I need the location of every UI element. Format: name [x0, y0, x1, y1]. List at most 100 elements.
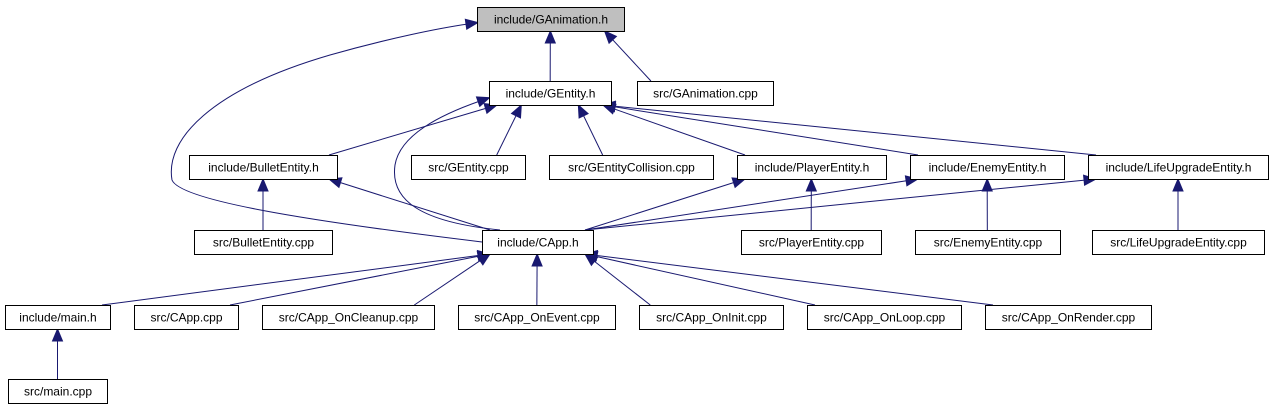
node-box[interactable] — [477, 7, 625, 32]
node-lifeupgradeentity-cpp[interactable]: src/LifeUpgradeEntity.cpp — [1092, 230, 1265, 255]
node-box[interactable] — [1088, 155, 1269, 180]
nodes-layer: include/GAnimation.h include/GEntity.h src… — [5, 7, 1269, 404]
node-label[interactable]: include/GEntity.h — [506, 87, 596, 101]
node-capp-onevent-cpp[interactable]: src/CApp_OnEvent.cpp — [458, 305, 616, 330]
node-label[interactable]: src/CApp_OnLoop.cpp — [824, 311, 946, 325]
edge-capp_h-to-enemyentity_h — [584, 175, 920, 231]
node-label[interactable]: src/GAnimation.cpp — [653, 87, 758, 101]
node-label[interactable]: src/PlayerEntity.cpp — [759, 236, 864, 250]
edge-arrowhead — [544, 29, 557, 44]
node-box[interactable] — [807, 305, 962, 330]
node-gentity-cpp[interactable]: src/GEntity.cpp — [411, 155, 526, 180]
edge-line — [612, 107, 746, 156]
node-label[interactable]: include/LifeUpgradeEntity.h — [1106, 161, 1252, 175]
node-box[interactable] — [134, 305, 239, 330]
edge-arrowhead — [510, 103, 522, 119]
edge-line — [612, 106, 919, 156]
edge-line — [582, 113, 604, 156]
node-ganimation-h[interactable]: include/GAnimation.h — [477, 7, 625, 32]
node-bulletentity-h[interactable]: include/BulletEntity.h — [189, 155, 338, 180]
node-label[interactable]: src/CApp_OnInit.cpp — [656, 311, 767, 325]
node-label[interactable]: src/GEntity.cpp — [428, 161, 509, 175]
node-label[interactable]: include/CApp.h — [497, 236, 578, 250]
node-box[interactable] — [985, 305, 1152, 330]
node-box[interactable] — [458, 305, 616, 330]
node-label[interactable]: src/CApp_OnCleanup.cpp — [279, 311, 419, 325]
node-label[interactable]: include/BulletEntity.h — [208, 161, 319, 175]
node-playerentity-cpp[interactable]: src/PlayerEntity.cpp — [741, 230, 882, 255]
node-label[interactable]: src/CApp.cpp — [150, 311, 222, 325]
node-label[interactable]: src/LifeUpgradeEntity.cpp — [1110, 236, 1247, 250]
edge-enemyentity_cpp-to-enemyentity_h — [981, 177, 993, 231]
edge-capp_h-to-bulletentity_h — [327, 177, 491, 231]
edge-gentitycollision_cpp-to-gentity_h — [577, 103, 604, 156]
node-box[interactable] — [482, 230, 594, 255]
node-box[interactable] — [489, 81, 612, 106]
node-main-cpp[interactable]: src/main.cpp — [8, 379, 108, 404]
node-gentity-h[interactable]: include/GEntity.h — [489, 81, 612, 106]
edge-arrowhead — [476, 253, 492, 266]
edge-line — [584, 180, 909, 231]
edge-bulletentity_h-to-gentity_h — [328, 103, 499, 156]
node-main-h[interactable]: include/main.h — [5, 305, 111, 330]
node-label[interactable]: src/GEntityCollision.cpp — [568, 161, 695, 175]
edge-line — [393, 100, 501, 231]
node-box[interactable] — [639, 305, 784, 330]
node-box[interactable] — [549, 155, 714, 180]
node-box[interactable] — [637, 81, 774, 106]
node-label[interactable]: include/EnemyEntity.h — [929, 161, 1047, 175]
node-enemyentity-h[interactable]: include/EnemyEntity.h — [910, 155, 1065, 180]
node-capp-oninit-cpp[interactable]: src/CApp_OnInit.cpp — [639, 305, 784, 330]
edge-line — [584, 181, 736, 231]
edge-arrowhead — [805, 177, 818, 192]
edge-line — [414, 259, 482, 306]
node-capp-onloop-cpp[interactable]: src/CApp_OnLoop.cpp — [807, 305, 962, 330]
node-box[interactable] — [189, 155, 338, 180]
node-box[interactable] — [411, 155, 526, 180]
edge-lifeupgradeentity_cpp-to-lifeupgradeentity_h — [1172, 177, 1184, 230]
node-capp-oncleanup-cpp[interactable]: src/CApp_OnCleanup.cpp — [262, 305, 435, 330]
node-capp-h[interactable]: include/CApp.h — [482, 230, 594, 255]
edge-capp_h-to-lifeupgradeentity_h — [584, 174, 1098, 231]
node-box[interactable] — [1092, 230, 1265, 255]
edge-line — [592, 259, 651, 306]
edge-capp_oncleanup_cpp-to-capp_h — [414, 253, 492, 306]
node-playerentity-h[interactable]: include/PlayerEntity.h — [737, 155, 887, 180]
edge-line — [170, 23, 483, 243]
edge-arrowhead — [51, 327, 64, 342]
edge-line — [584, 179, 1087, 231]
node-box[interactable] — [737, 155, 887, 180]
edge-arrowhead — [1172, 177, 1184, 192]
node-capp-cpp[interactable]: src/CApp.cpp — [134, 305, 239, 330]
node-gentitycollision-cpp[interactable]: src/GEntityCollision.cpp — [549, 155, 714, 180]
edge-arrowhead — [257, 177, 269, 192]
edge-lifeupgradeentity_h-to-gentity_h — [601, 100, 1097, 156]
node-label[interactable]: src/CApp_OnEvent.cpp — [474, 311, 600, 325]
node-label[interactable]: src/CApp_OnRender.cpp — [1002, 311, 1136, 325]
node-box[interactable] — [194, 230, 333, 255]
node-box[interactable] — [910, 155, 1065, 180]
node-ganimation-cpp[interactable]: src/GAnimation.cpp — [637, 81, 774, 106]
edge-arrowhead — [531, 252, 543, 267]
node-label[interactable]: src/BulletEntity.cpp — [213, 236, 314, 250]
node-label[interactable]: src/EnemyEntity.cpp — [934, 236, 1043, 250]
node-lifeupgradeentity-h[interactable]: include/LifeUpgradeEntity.h — [1088, 155, 1269, 180]
node-box[interactable] — [741, 230, 882, 255]
node-label[interactable]: include/GAnimation.h — [494, 13, 608, 27]
node-label[interactable]: src/main.cpp — [24, 385, 92, 399]
node-box[interactable] — [262, 305, 435, 330]
node-box[interactable] — [915, 230, 1061, 255]
node-enemyentity-cpp[interactable]: src/EnemyEntity.cpp — [915, 230, 1061, 255]
node-label[interactable]: include/PlayerEntity.h — [755, 161, 870, 175]
edge-line — [594, 254, 994, 306]
node-box[interactable] — [5, 305, 111, 330]
edge-capp_h-to-gentity_h — [393, 96, 501, 231]
edge-ganimation_cpp-to-ganimation_h — [603, 30, 652, 82]
node-capp-onrender-cpp[interactable]: src/CApp_OnRender.cpp — [985, 305, 1152, 330]
node-box[interactable] — [8, 379, 108, 404]
node-bulletentity-cpp[interactable]: src/BulletEntity.cpp — [194, 230, 333, 255]
edge-line — [229, 255, 481, 306]
edge-capp_onrender_cpp-to-capp_h — [583, 249, 994, 306]
edge-arrowhead — [475, 96, 491, 108]
node-label[interactable]: include/main.h — [19, 311, 96, 325]
